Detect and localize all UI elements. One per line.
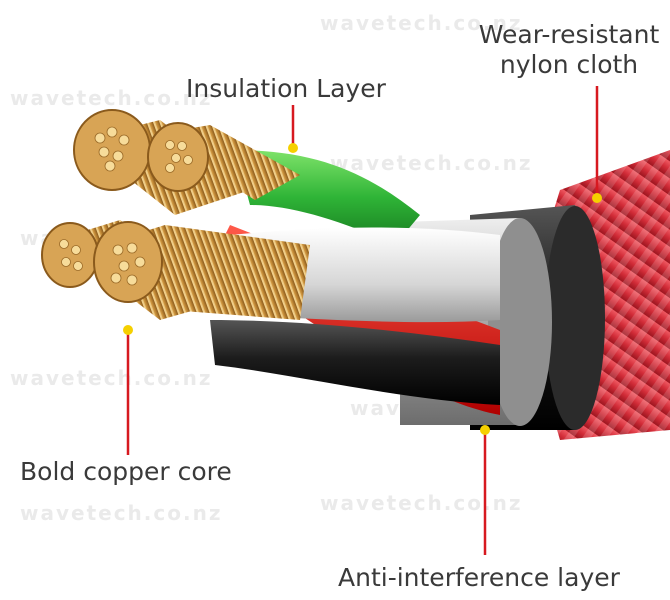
copper-dot — [123, 325, 133, 335]
jacket-rim — [545, 206, 605, 430]
nylon-label-line2: nylon cloth — [499, 50, 639, 79]
anti-interference-dot — [480, 425, 490, 435]
leader-lines — [123, 86, 602, 555]
watermark-text: wavetech.co.nz — [10, 366, 212, 390]
watermark-text: wavetech.co.nz — [330, 151, 532, 175]
nylon-label-line1: Wear-resistant — [478, 20, 660, 49]
watermark-text: wavetech.co.nz — [20, 501, 222, 525]
insulation-dot — [288, 143, 298, 153]
copper-core-bundles — [41, 109, 310, 320]
watermark-text: wavetech.co.nz — [320, 11, 522, 35]
anti-interference-label: Anti-interference layer — [338, 563, 620, 592]
nylon-dot — [592, 193, 602, 203]
shield-rim — [488, 218, 552, 426]
watermark-text: wavetech.co.nz — [320, 491, 522, 515]
watermark-text: wavetech.co.nz — [10, 86, 212, 110]
nylon-cloth-label: Wear-resistant nylon cloth — [474, 20, 664, 80]
black-wire — [210, 320, 500, 405]
insulation-layer-label: Insulation Layer — [186, 74, 386, 103]
copper-core-label: Bold copper core — [20, 457, 232, 486]
